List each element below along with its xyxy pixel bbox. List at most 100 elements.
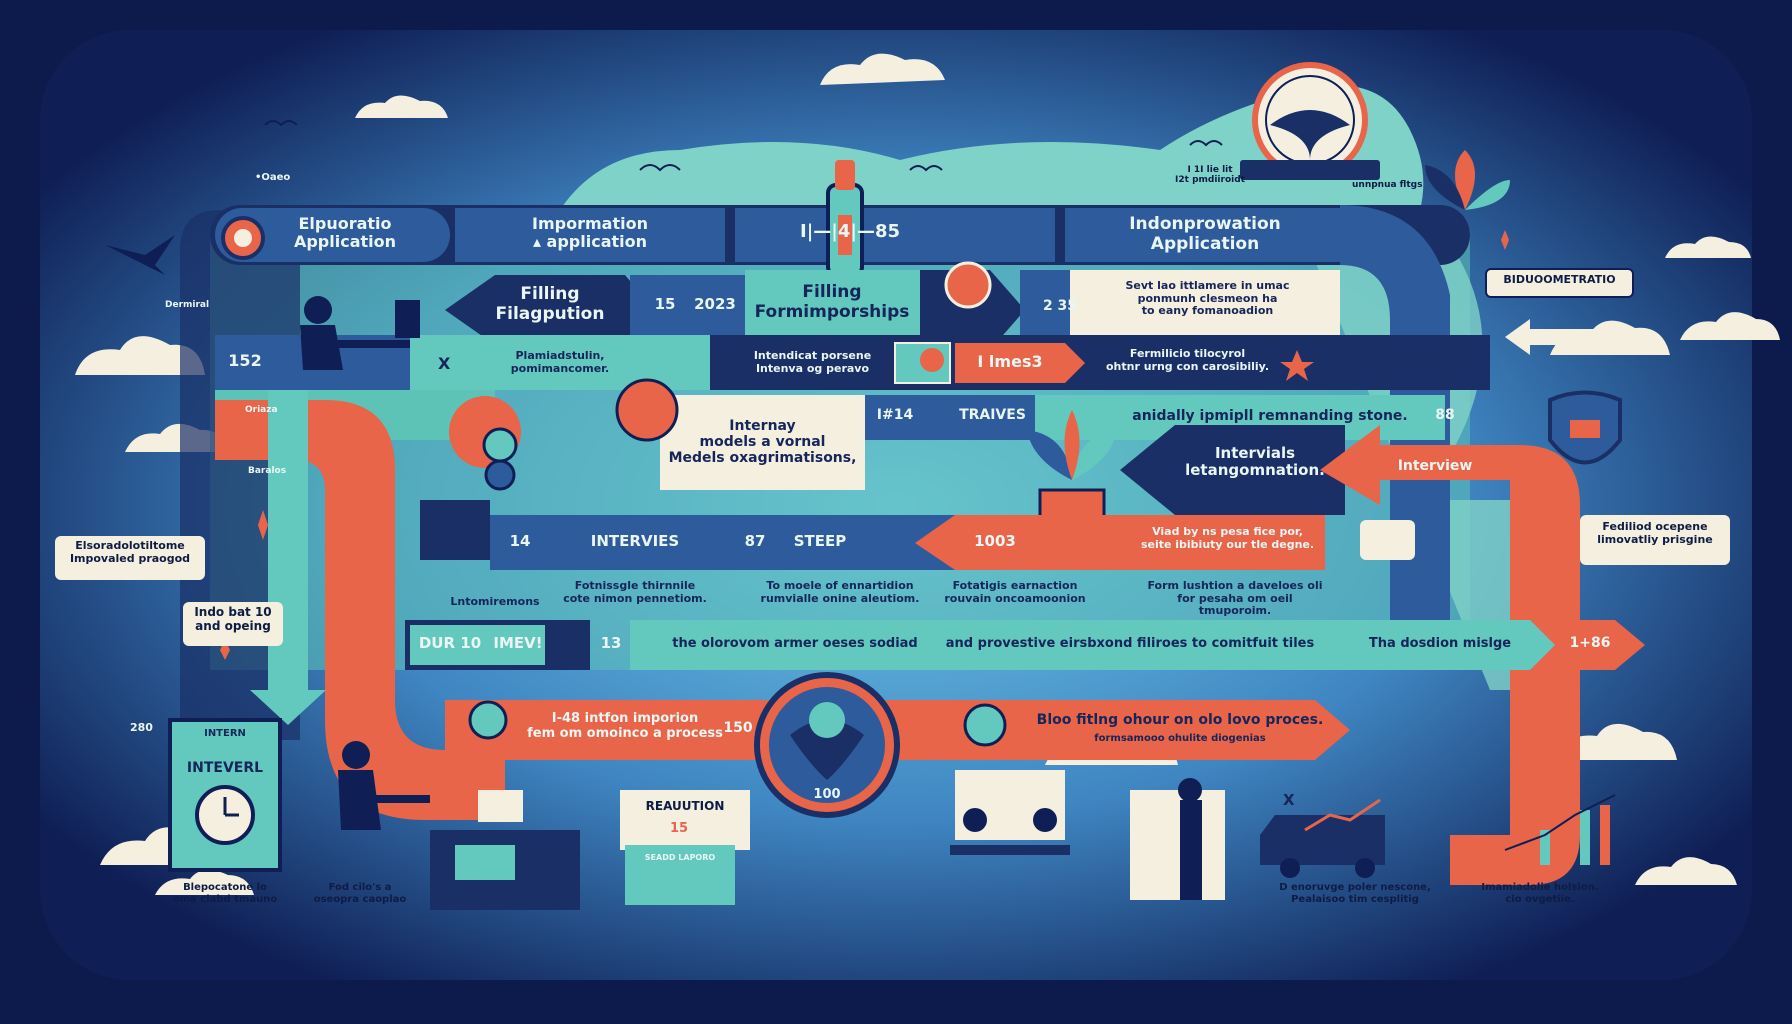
row2-badge-icon [944,261,992,309]
eagle-seal-icon [1240,62,1380,180]
seal-caption-right: unnpnua fltgs [1352,180,1423,190]
row8-note-right-sub: formsamooo ohulite diogenias [1094,733,1266,744]
row3-coral-badge [955,343,1085,383]
row1-left-cell [215,208,450,262]
coral-right-band [975,700,1350,760]
growth-bars-icon [1504,794,1616,865]
row4-num-b: 88 [1435,407,1455,423]
row3-note-left: Plamiadstulin, pomimancomer. [510,349,610,375]
row3-badge: I lmes3 [977,352,1043,371]
row5-num-c: 1003 [974,532,1016,550]
row7-ribbon [630,620,1555,670]
row8-note-left: I-48 intfon imporion fem om omoinco a pr… [527,711,723,741]
row5-dark-left [420,500,490,560]
row2-num-left: 15 [654,295,676,313]
row7-num: 13 [600,634,622,652]
star-icon [1280,350,1314,381]
row4-blue-panel [865,395,1035,440]
row3-dark-band [710,335,1490,390]
interview-mid-arrow [1120,425,1345,515]
bottom-caption-3: D enoruvge poler nescone, Pealaisoo tim … [1279,882,1431,905]
row2-mid-cell [630,275,745,345]
row5-note-panel [1125,515,1325,570]
row8-left-badge-icon [468,700,508,740]
meeting-table-icon [950,770,1070,855]
row1-segment4-label: Indonprowation Application [1129,214,1281,254]
left-small-3: Oriaza [245,405,278,415]
top-left-small: •Oaeo [255,172,291,183]
row1-segment2-label: Impormation ▴ application [532,214,648,252]
left-callout-1: Elsoradolotiltome Impovaled praogod [55,536,205,580]
left-small-1: Dermiral [165,300,210,310]
row8-seal-label: 100 [813,787,841,802]
row4-note: anidally ipmipll remnanding stone. [1132,408,1408,424]
bottom-caption-1: Blepocatone lo oma clabd tmauno [172,882,278,905]
row4-num-a: I#14 [876,407,914,423]
right-label-box: BIDUOOMETRATIO [1485,268,1634,298]
award-badge-icon [449,396,521,491]
row4-center-panel [660,395,865,490]
row8-num: 150 [723,720,753,736]
bird-left-icon [105,235,175,275]
row7-end-arrow [1555,620,1645,670]
row2-note-right: Sevt lao ittlamere in umac ponmunh clesm… [1125,279,1290,318]
row5-num-a: 14 [509,532,531,550]
row7-ribbon-a: the olorovom armer oeses sodiad [672,636,918,651]
left-small-2: 280 [130,721,153,734]
row5-blue-band [490,515,980,570]
bottom-caption-2: Fod cilo's a oseopra caoplao [313,882,407,905]
left-small-4: Baralos [248,466,287,476]
row8-badge-icon [963,703,1007,747]
wings-seal-icon [754,672,900,818]
reauution-sign-sub: 15 [670,821,689,836]
row4-interview-arrow: Interview [1397,458,1473,474]
interview-sign-label: INTEVERL [186,760,264,776]
row3-note-mid: Intendicat porsene Intenva og peravo [753,349,872,375]
row1-cell-3 [735,208,1055,262]
row5-num-b: 87 [744,532,766,550]
interview-sign-top: INTERN [204,728,246,739]
delivery-van-icon [1260,798,1385,878]
row1-cell-2 [455,208,725,262]
row3-mid-panel [410,335,710,390]
filing-left-label: Filling Filagpution [495,284,605,324]
teal-panel-label: SEADD LAPORO [644,853,716,862]
birds-icon [264,120,1223,172]
person-with-laptop-icon [338,741,430,830]
row4-interview-mid: Intervials letangomnation. [1185,444,1325,480]
seal-caption-left: I 1I lie lit I2t pmdiiroidt [1175,165,1245,186]
row7-dur: DUR 10 [418,634,482,652]
row2-num-mid: 2023 [694,295,736,313]
row3-num: 152 [228,351,262,370]
filing-left-arrow [445,275,655,345]
coral-loop-path [215,400,505,820]
row7-end: 1+86 [1569,635,1611,651]
reauution-sign [620,790,750,850]
right-callout: Fediliod ocepene limovatliy prisgine [1580,515,1730,565]
interview-coral-arrow [1320,425,1580,885]
row5-steep: STEEP [793,532,847,550]
row4-interview-title: Internay models a vornal Medels oxagrima… [668,418,857,467]
row3-note-right: Fermilicio tilocyrol ohtnr urng con caro… [1105,347,1270,373]
row6-note-b: Fotnissgle thirnnile cote nimon pennetio… [563,579,707,605]
officer-at-door-icon [1130,778,1225,900]
filing-right-label: Filling Formimporships [754,282,910,322]
left-callout-2: Indo bat 10 and opeing [183,602,283,646]
row3-x-mark: X [438,354,451,373]
teal-panel [625,845,735,905]
leaf-plant-icon [1425,150,1510,210]
row1-segment3-label: I|—|4|—85 [800,221,900,242]
upper-teal-hill [560,85,1424,210]
row6-note-d: Fotatigis earnaction rouvain oncoamoonio… [944,579,1086,605]
row1-segment1-label: Elpuoratio Application [293,214,397,252]
row8-note-right: Bloo fitlng ohour on olo lovo proces. [1036,712,1324,728]
row5-note-right: Viad by ns pesa fice por, seite ibibiuty… [1140,525,1315,551]
right-arrow-left [1505,319,1645,355]
row4-trives: TRAIVES [959,407,1026,423]
row6-note-c: To moele of ennartidion rumvialle onine … [760,579,920,605]
row6-note-a: Lntomiremons [450,595,540,608]
filing-right-cell [745,270,920,345]
row2-num-right: 2 35 [1042,298,1078,314]
